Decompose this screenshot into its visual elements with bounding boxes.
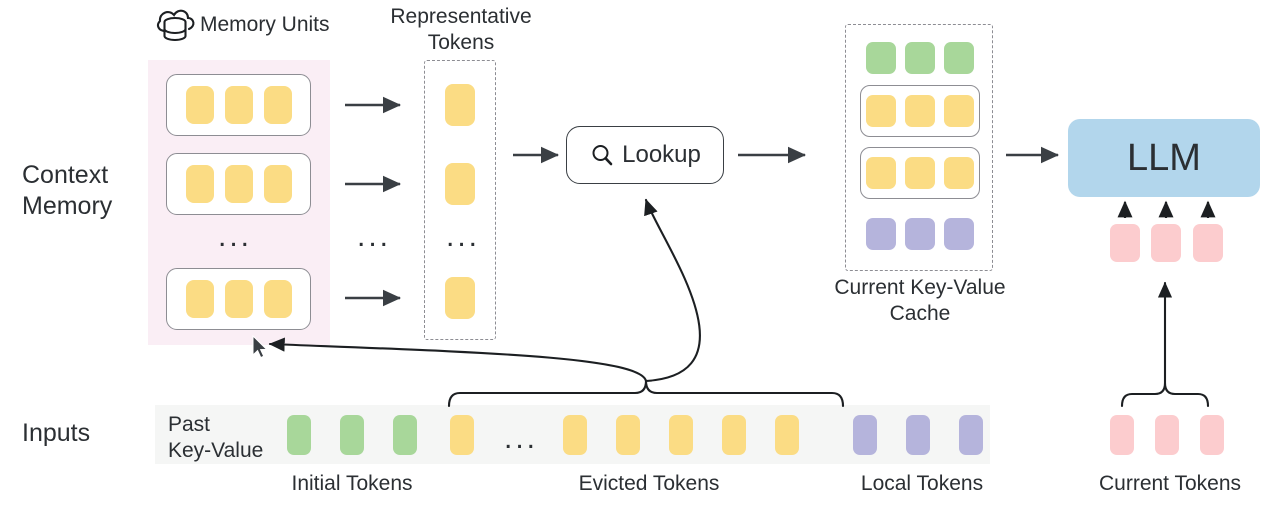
input-token-initial	[393, 415, 417, 455]
input-token-evicted	[616, 415, 640, 455]
input-token-local	[853, 415, 877, 455]
lookup-label: Lookup	[622, 141, 701, 168]
memory-token	[224, 86, 253, 124]
memory-unit-card[interactable]	[166, 153, 311, 215]
representative-tokens-label: Representative Tokens	[390, 5, 532, 54]
representative-tokens-box	[424, 60, 496, 340]
kv-token	[905, 218, 935, 250]
input-token-current	[1200, 415, 1224, 455]
current-token-into-llm	[1193, 224, 1223, 262]
input-token-evicted	[450, 415, 474, 455]
memory-units-ellipsis: ...	[218, 220, 253, 253]
evicted-tokens-label: Evicted Tokens	[578, 472, 720, 495]
llm-label: LLM	[1127, 136, 1201, 179]
representative-tokens-ellipsis: ...	[446, 220, 481, 253]
kv-token	[905, 42, 935, 74]
representative-token	[445, 84, 475, 126]
inputs-ellipsis: ...	[504, 422, 539, 455]
input-token-evicted	[669, 415, 693, 455]
memory-token	[185, 165, 214, 203]
current-token-into-llm	[1151, 224, 1181, 262]
kv-token	[944, 218, 974, 250]
memory-token	[263, 280, 292, 318]
kv-row-memory-unit	[860, 85, 980, 137]
search-icon	[589, 142, 615, 168]
representative-token	[445, 163, 475, 205]
kv-token	[944, 42, 974, 74]
memory-units-label: Memory Units	[200, 13, 330, 36]
representative-token	[445, 277, 475, 319]
memory-unit-card[interactable]	[166, 268, 311, 330]
current-kv-cache-label: Current Key-Value Cache	[834, 276, 1006, 325]
kv-row-local	[860, 213, 980, 255]
kv-row-initial	[860, 37, 980, 79]
arrow-column-ellipsis: ...	[357, 220, 392, 253]
kv-token	[866, 218, 896, 250]
local-tokens-label: Local Tokens	[860, 472, 984, 495]
kv-token	[944, 95, 974, 127]
memory-token	[263, 165, 292, 203]
kv-token	[905, 157, 935, 189]
input-token-evicted	[722, 415, 746, 455]
current-tokens-label: Current Tokens	[1098, 472, 1242, 495]
input-token-local	[906, 415, 930, 455]
memory-units-cloud-database-icon	[154, 4, 198, 46]
kv-token	[866, 42, 896, 74]
kv-token	[905, 95, 935, 127]
input-token-initial	[340, 415, 364, 455]
input-token-evicted	[563, 415, 587, 455]
kv-token	[866, 95, 896, 127]
past-key-value-label: Past Key-Value	[168, 413, 264, 462]
current-kv-cache-box	[845, 24, 993, 271]
memory-unit-card[interactable]	[166, 74, 311, 136]
input-token-initial	[287, 415, 311, 455]
input-token-current	[1155, 415, 1179, 455]
kv-row-memory-unit	[860, 147, 980, 199]
memory-token	[224, 280, 253, 318]
lookup-button[interactable]: Lookup	[566, 126, 724, 184]
kv-token	[866, 157, 896, 189]
memory-token	[263, 86, 292, 124]
current-token-into-llm	[1110, 224, 1140, 262]
memory-token	[185, 280, 214, 318]
memory-token	[185, 86, 214, 124]
memory-token	[224, 165, 253, 203]
kv-token	[944, 157, 974, 189]
inputs-label: Inputs	[22, 419, 91, 447]
input-token-evicted	[775, 415, 799, 455]
mouse-cursor	[252, 334, 270, 361]
context-memory-label: Context Memory	[22, 161, 113, 220]
llm-box[interactable]: LLM	[1068, 119, 1260, 197]
input-token-current	[1110, 415, 1134, 455]
input-token-local	[959, 415, 983, 455]
initial-tokens-label: Initial Tokens	[291, 472, 413, 495]
